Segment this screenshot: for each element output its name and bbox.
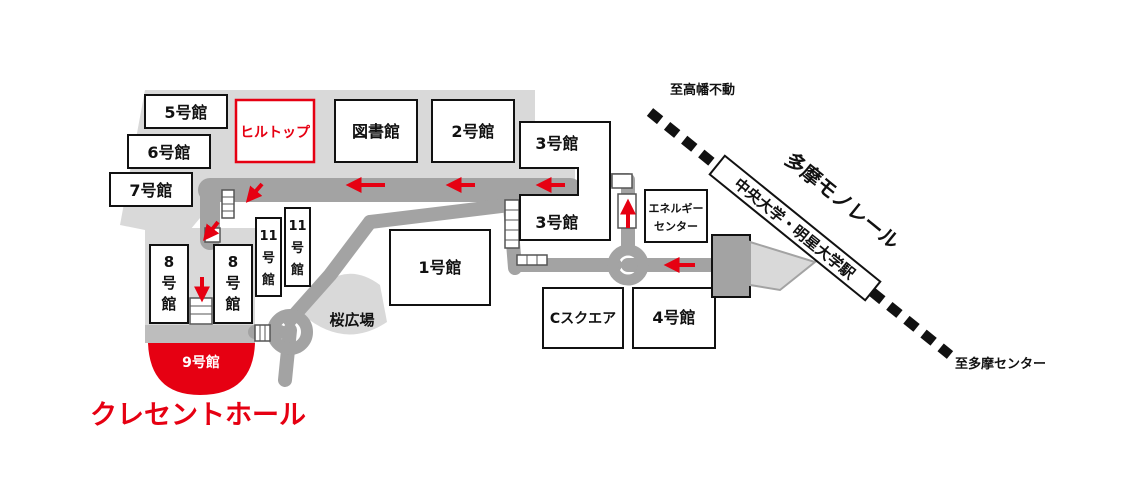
building-5-box <box>144 94 228 129</box>
building-1-label: 1号館 <box>418 258 461 277</box>
building-8-right-box <box>213 244 253 324</box>
roundabout-west <box>267 309 313 355</box>
building-6-label: 6号館 <box>147 143 190 162</box>
building-5-label: 5号館 <box>164 103 207 122</box>
building-3-box <box>519 121 611 241</box>
c-square-box <box>542 287 624 349</box>
building-9-shape <box>148 343 255 395</box>
route-arrows <box>194 177 695 303</box>
crescent-hall-label[interactable]: クレセントホール <box>90 400 306 431</box>
hilltop-label: ヒルトップ <box>240 125 311 141</box>
building-8-left-box <box>149 244 189 324</box>
hilltop-box[interactable] <box>234 98 316 164</box>
building-3-lower-label: 3号館 <box>535 213 578 232</box>
building-11-right-box <box>284 207 311 287</box>
direction-north-label: 至高幡不動 <box>670 82 735 98</box>
library-box <box>334 99 418 163</box>
building-4-box <box>632 287 716 349</box>
building-11-left-char-3: 館 <box>262 272 275 288</box>
stair-steps <box>190 196 538 341</box>
building-11-left-box <box>255 217 282 297</box>
sakura-plaza-label: 桜広場 <box>329 311 374 329</box>
station-deck <box>711 234 751 298</box>
building-11-right-char-2: 号 <box>291 241 304 256</box>
station-ramp <box>749 240 818 292</box>
building-7-box <box>109 172 193 207</box>
building-2-label: 2号館 <box>451 122 494 141</box>
building-8-left-char-1: 8 <box>164 253 174 271</box>
library-label: 図書館 <box>352 122 400 141</box>
building-8-right-char-2: 号 <box>225 274 240 292</box>
roundabout-east <box>607 244 649 286</box>
energy-center-label-line2: センター <box>654 220 698 233</box>
building-8-right-char-1: 8 <box>228 253 238 271</box>
energy-center-box <box>644 189 708 243</box>
c-square-label: Cスクエア <box>550 311 616 327</box>
building-11-right-char-1: 11 <box>288 219 306 234</box>
building-4-label: 4号館 <box>652 308 695 327</box>
building-2-box <box>431 99 515 163</box>
building-11-right-char-3: 館 <box>291 262 304 278</box>
energy-center-label-line1: エネルギー <box>649 201 704 215</box>
building-8-right-char-3: 館 <box>224 295 240 313</box>
building-9-label: 9号館 <box>182 354 220 371</box>
building-11-left-char-1: 11 <box>259 229 277 244</box>
building-8-left-char-3: 館 <box>160 295 176 313</box>
building-3-upper-label: 3号館 <box>535 134 578 153</box>
campus-strip <box>145 325 255 343</box>
building-11-left-char-2: 号 <box>262 251 275 266</box>
building-1-box <box>389 229 491 306</box>
building-8-left-char-2: 号 <box>161 274 176 292</box>
building-6-box <box>127 134 211 169</box>
direction-south-label: 至多摩センター <box>955 356 1046 372</box>
building-7-label: 7号館 <box>129 181 172 200</box>
